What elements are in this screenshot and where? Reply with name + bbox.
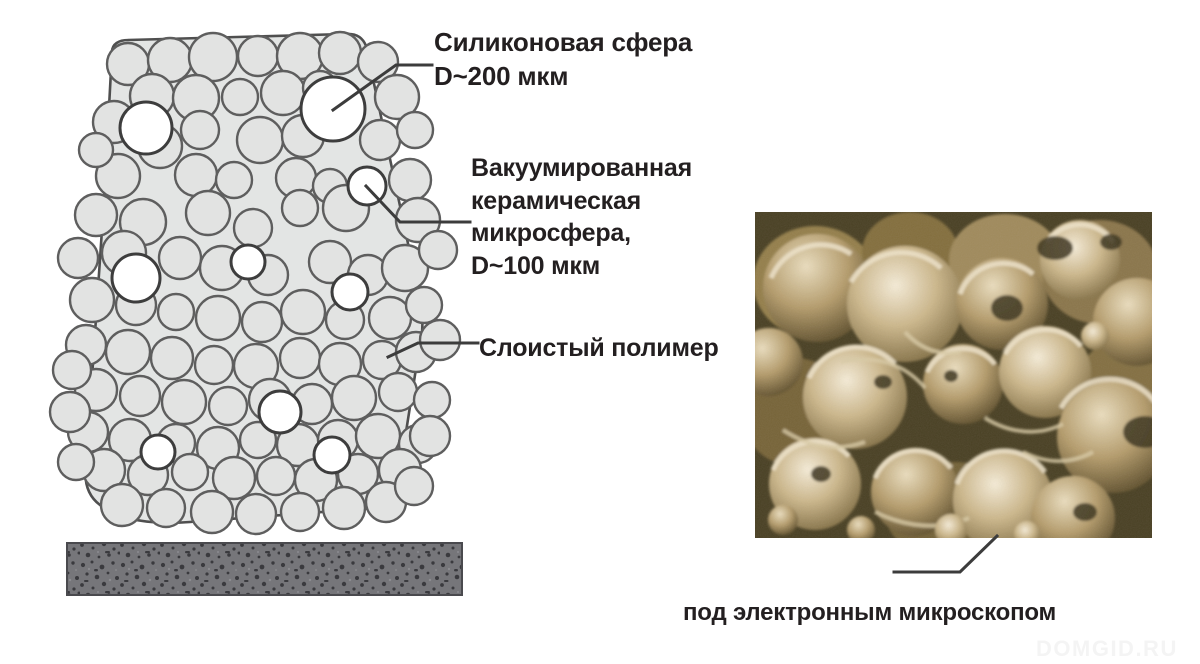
- label-ceramic-microsphere: Вакуумированная керамическая микросфера,…: [471, 154, 692, 280]
- label-silicone-sphere: Силиконовая сфера D~200 мкм: [434, 27, 693, 91]
- vacuum-microspheres: [110, 75, 388, 475]
- caption-sem: под электронным микроскопом: [683, 599, 1057, 626]
- leader-lines: [330, 63, 480, 359]
- polymer-schematic-diagram: [0, 0, 500, 620]
- leader-sem-caption: [880, 530, 1010, 584]
- label-layered-polymer: Слоистый полимер: [479, 334, 719, 362]
- ceramic-microspheres: [48, 30, 462, 536]
- watermark-text: DOMGID.RU: [1036, 636, 1178, 661]
- leader-silicone: [330, 63, 434, 113]
- sem-micrograph-photo: [755, 212, 1152, 538]
- substrate-bar: [66, 542, 463, 596]
- leader-ceramic: [363, 183, 472, 224]
- leader-polymer: [386, 341, 480, 359]
